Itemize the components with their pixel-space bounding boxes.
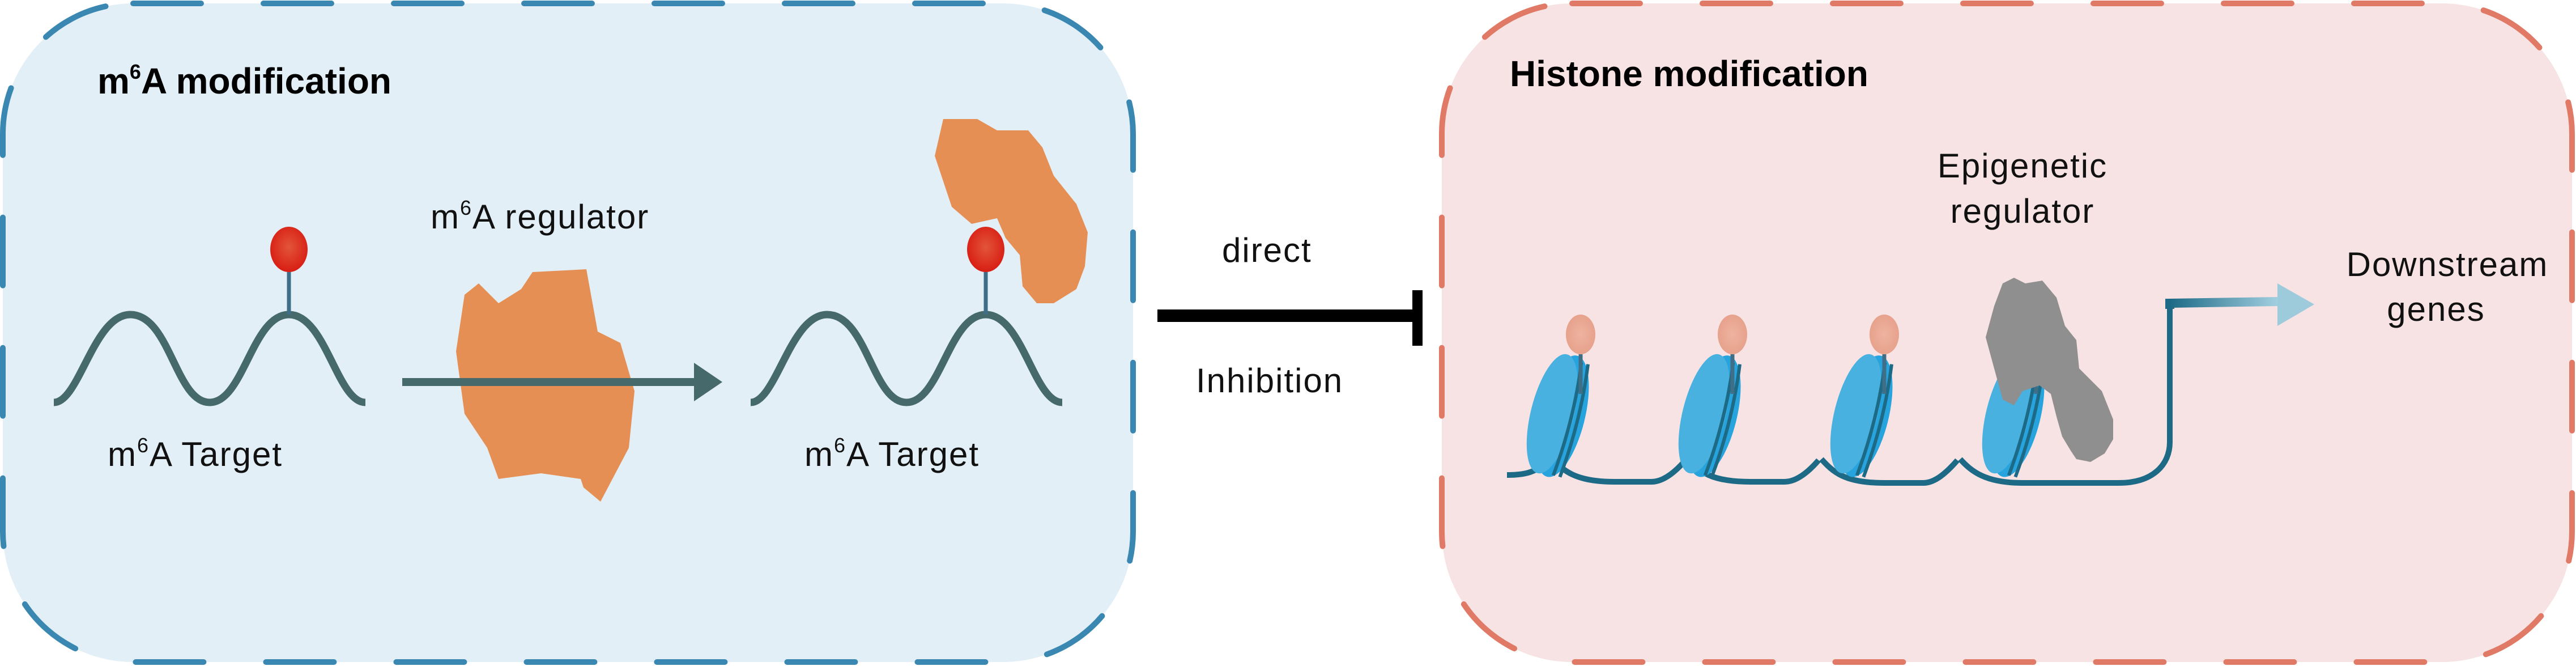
- nucleosome-array: [1526, 315, 2051, 478]
- methylation-arrow: [402, 363, 722, 401]
- histone-core-front: [1678, 354, 1730, 474]
- m6a-regulator-label: m6A regulator: [431, 196, 649, 236]
- direct-inhibition-connector: direct Inhibition: [1157, 231, 1423, 400]
- epigenetic-regulator-label-line1: Epigenetic: [1938, 147, 2107, 185]
- m6a-target-rna-right: [750, 227, 1063, 406]
- dna-wrap: [1710, 364, 1742, 478]
- m6a-methyl-mark-icon: [967, 227, 1004, 272]
- nucleosome-icon: [1678, 354, 1742, 478]
- m6a-target-left-label: m6A Target: [108, 434, 283, 473]
- downstream-genes-label-line2: genes: [2387, 290, 2485, 328]
- m6a-methyl-mark-icon: [270, 227, 308, 272]
- direct-label: direct: [1222, 231, 1312, 269]
- histone-panel-title: Histone modification: [1510, 53, 1868, 94]
- m6a-modification-panel: m6A modification m6A regulator m6A Targe: [0, 1, 1136, 665]
- histone-mark-icon: [1870, 315, 1899, 354]
- m6a-target-right-label: m6A Target: [804, 434, 980, 473]
- m6a-panel-title: m6A modification: [97, 60, 391, 101]
- epigenetic-regulator-label-line2: regulator: [1951, 192, 2095, 230]
- dna-wrap: [1862, 364, 1893, 478]
- m6a-target-rna-left: [53, 227, 367, 406]
- downstream-genes-label-line1: Downstream: [2347, 245, 2549, 283]
- histone-mark-icon: [1566, 315, 1595, 354]
- m6a-regulator-bound-protein-icon: [935, 119, 1088, 303]
- transcription-arrow-icon: [2165, 297, 2278, 309]
- rna-strand-icon: [53, 311, 367, 406]
- histone-mark-icon: [1718, 315, 1747, 354]
- rna-strand-icon: [750, 311, 1063, 406]
- inhibition-label: Inhibition: [1196, 362, 1343, 400]
- transcription-arrowhead: [2277, 283, 2314, 326]
- dna-wrap: [1558, 364, 1590, 478]
- nucleosome-icon: [1526, 354, 1590, 478]
- histone-core-front: [1830, 354, 1882, 474]
- dna-strand-icon: [1506, 305, 2173, 486]
- histone-core-front: [1526, 354, 1578, 474]
- histone-modification-panel: Histone modification Epigenetic regulato…: [1439, 1, 2575, 665]
- epigenetic-regulator-protein-icon: [1986, 278, 2113, 462]
- nucleosome-icon: [1830, 354, 1893, 478]
